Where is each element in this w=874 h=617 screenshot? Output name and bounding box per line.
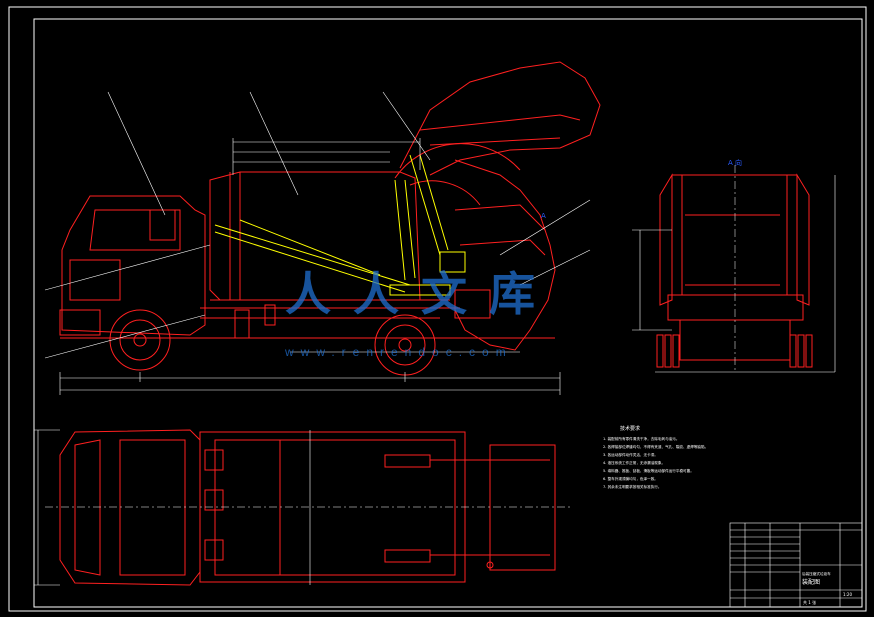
tailgate (399, 61, 601, 176)
view-direction-label: A 向 (728, 158, 742, 167)
top-dimensions (34, 429, 311, 586)
note-line: 1. 装配前所有零件清洗干净，去除毛刺与油污。 (603, 436, 679, 441)
rear-tires-left (656, 334, 680, 368)
leader-lines (44, 91, 591, 359)
side-dimensions (59, 138, 561, 395)
front-wheel (109, 309, 171, 371)
note-line: 6. 整车外观漆膜均匀，色泽一致。 (603, 476, 658, 481)
sheet-count: 共 1 张 (803, 599, 816, 605)
note-line: 2. 各焊接部位焊缝均匀，不得有夹渣、气孔、裂纹、虚焊等缺陷。 (603, 444, 708, 449)
rear-view (656, 173, 813, 368)
drawing-name: 装配图 (802, 578, 820, 586)
note-line: 5. 填料器、推板、刮板、滑板等运动部件运行平稳可靠。 (603, 468, 694, 473)
watermark-logo: 人人文库 (285, 268, 557, 320)
rear-tires-right (789, 334, 813, 368)
drawing-scale: 1:20 (843, 592, 852, 597)
rear-dimensions (632, 175, 836, 373)
note-line: 7. 其余未注明要求按相关标准执行。 (603, 484, 661, 489)
side-view (59, 61, 601, 376)
title-block (729, 522, 863, 608)
note-line: 4. 液压系统工作正常，无渗漏油现象。 (603, 460, 665, 465)
cab-top (59, 429, 201, 586)
section-mark: A (541, 212, 546, 220)
cab-outline (61, 195, 206, 336)
hydraulic-linkage (214, 154, 466, 296)
top-view (59, 429, 556, 586)
drawing-frame (8, 6, 867, 612)
tailgate-top (489, 444, 556, 571)
watermark-url: www.renrendoc.com (284, 345, 513, 359)
product-name: 后装压缩式垃圾车 (802, 571, 831, 576)
cab-window (89, 209, 181, 251)
cab-side-window (149, 209, 176, 241)
body-box (209, 171, 421, 301)
note-line: 3. 各运动部件动作灵活，无卡滞。 (603, 452, 658, 457)
technical-notes: 技术要求 1. 装配前所有零件清洗干净，去除毛刺与油污。 2. 各焊接部位焊缝均… (603, 425, 708, 489)
notes-title: 技术要求 (620, 425, 640, 432)
